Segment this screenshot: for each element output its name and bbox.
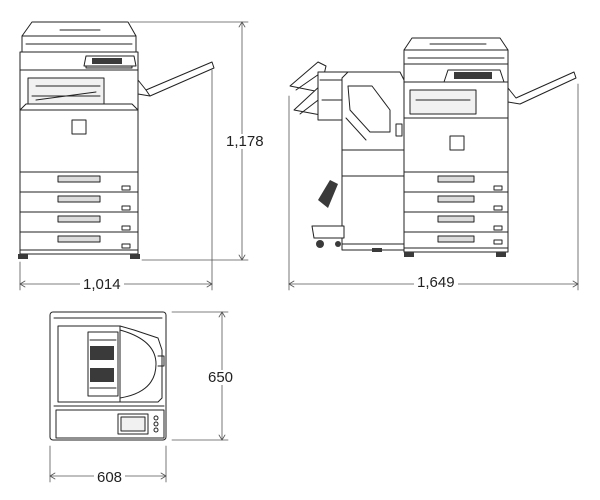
finisher-view-copier	[289, 37, 577, 257]
depth-label: 650	[206, 369, 236, 386]
height-dimension-line	[129, 21, 249, 261]
top-width-label: 608	[94, 470, 126, 485]
front-view-copier	[18, 21, 215, 259]
top-view-copier	[49, 311, 167, 441]
finisher-width-label: 1,649	[414, 275, 458, 290]
height-label: 1,178	[224, 133, 266, 150]
front-width-label: 1,014	[80, 277, 124, 292]
